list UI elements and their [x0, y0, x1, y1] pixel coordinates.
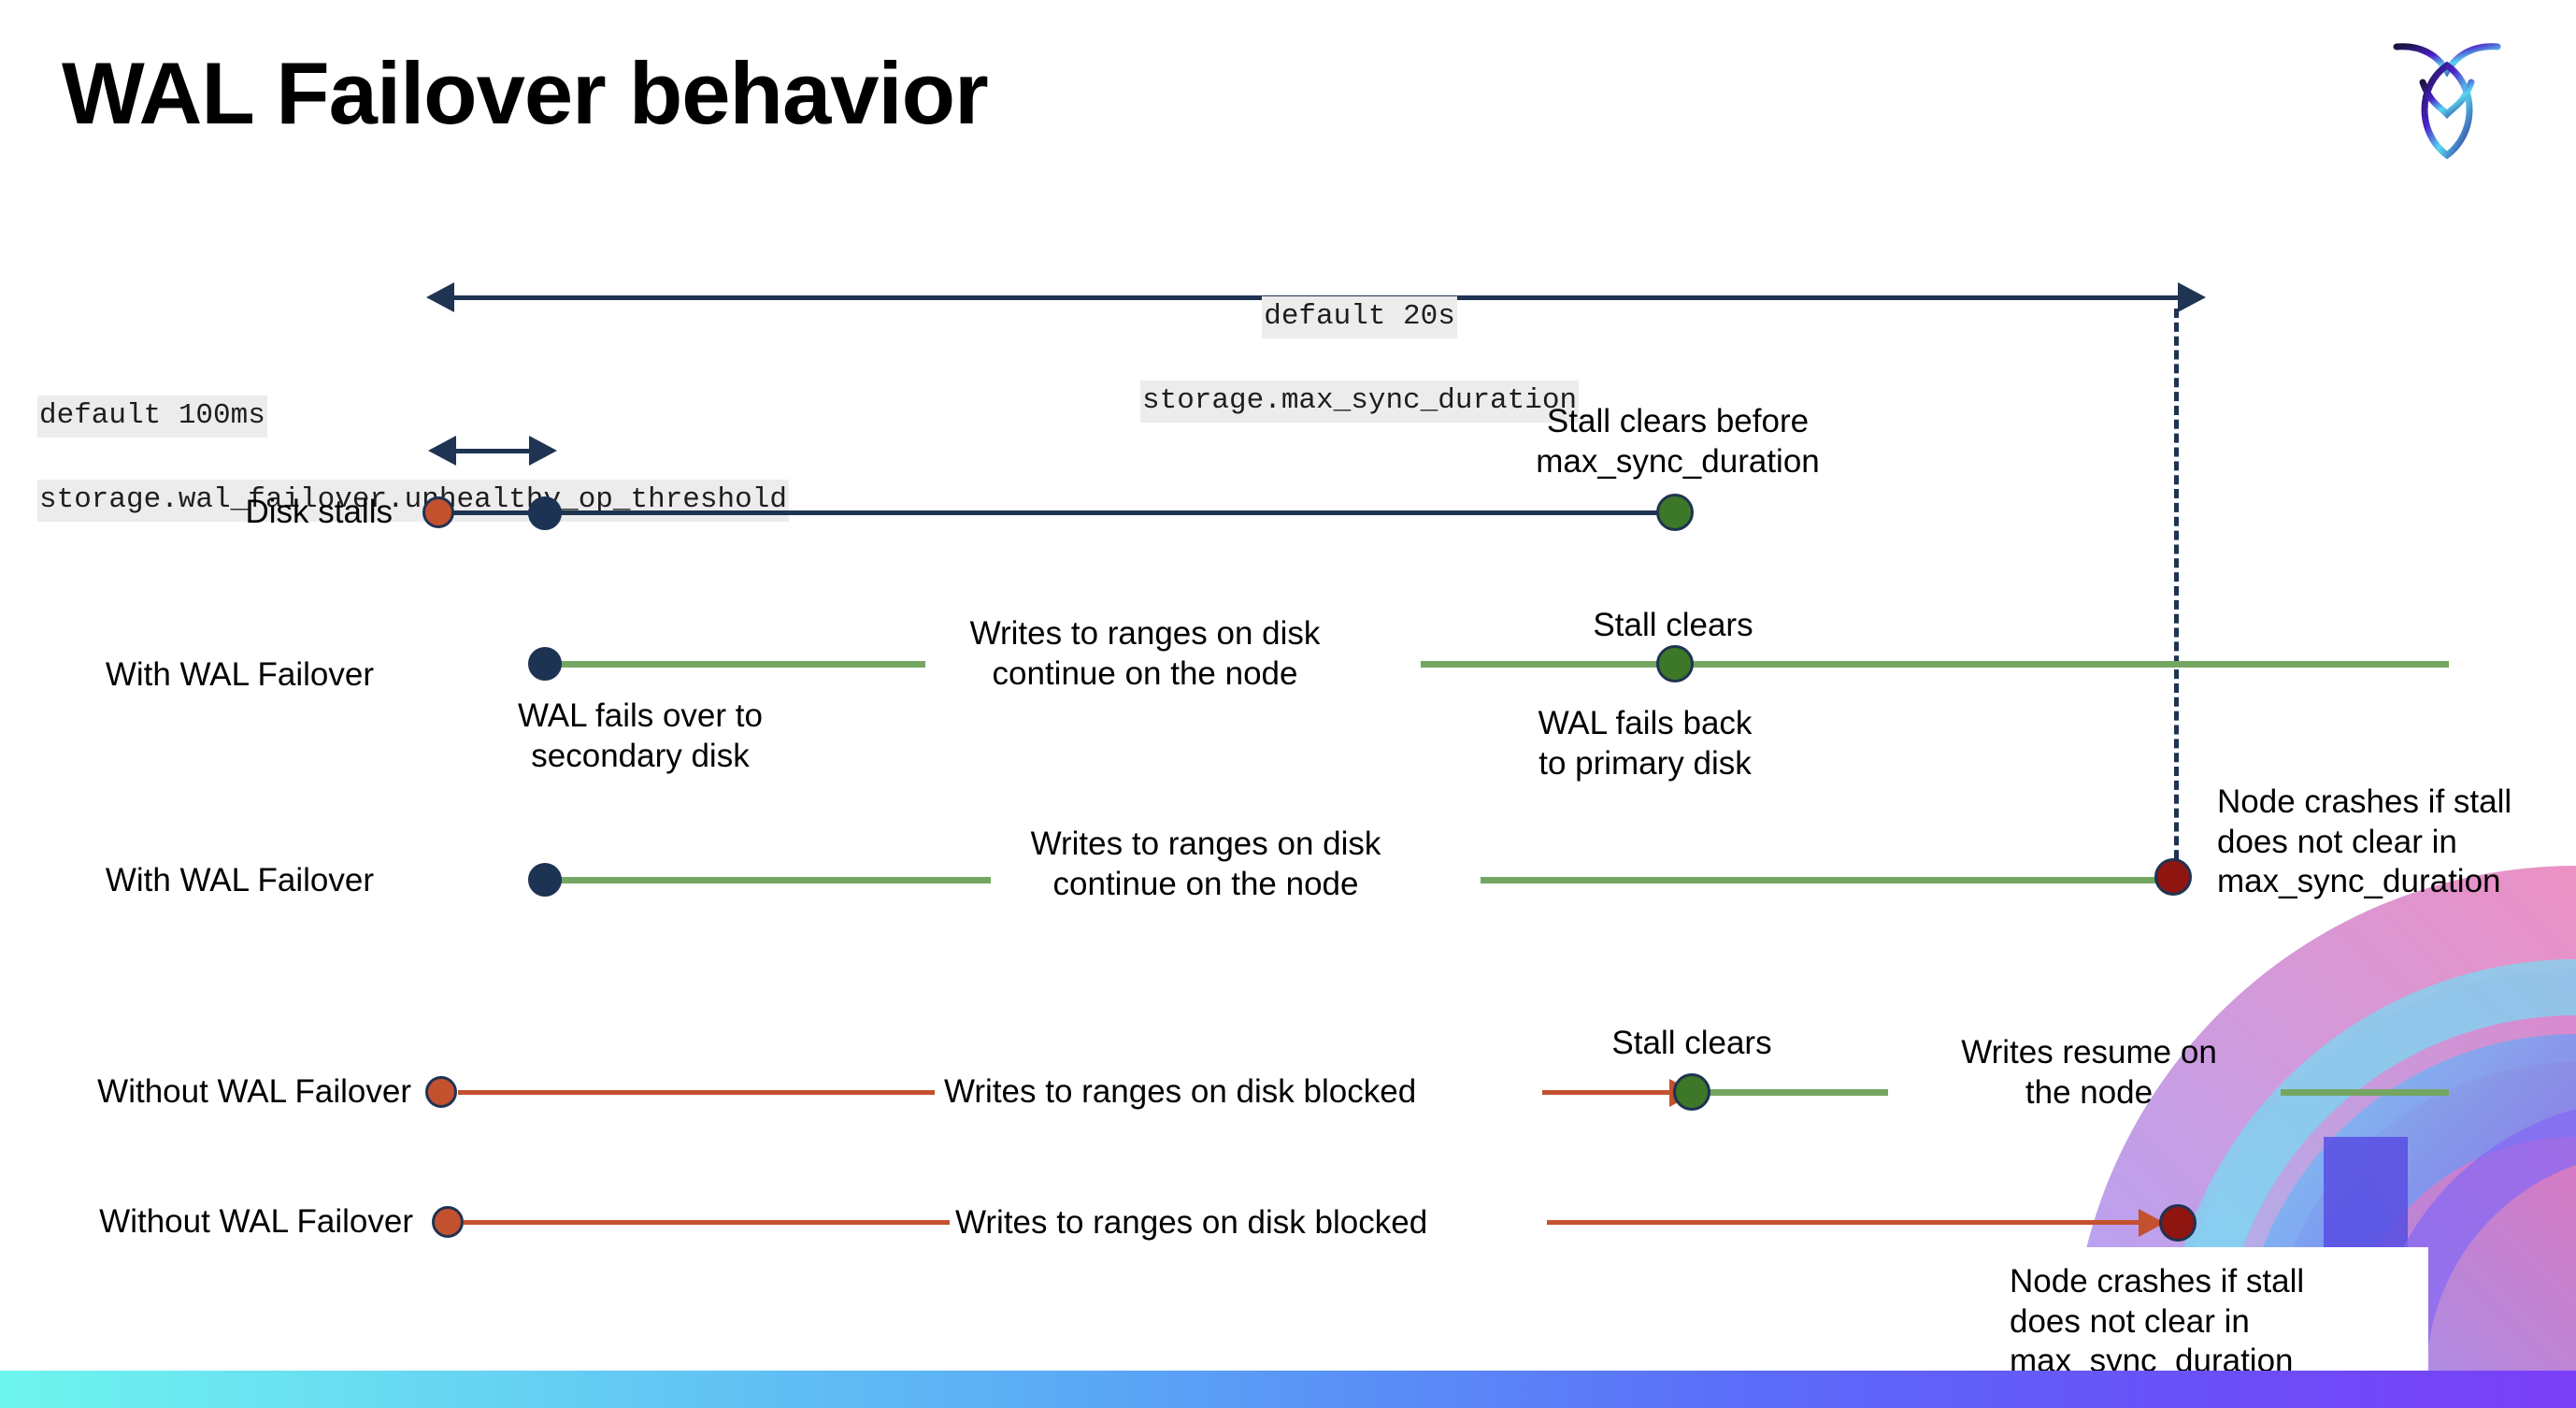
note-writes-continue-1: Writes to ranges on disk continue on the… — [969, 615, 1321, 692]
without-wal-1-track-right — [1701, 1089, 1888, 1096]
row-label-without-wal-failover-1: Without WAL Failover — [97, 1073, 411, 1110]
node-crashes-callout: Node crashes if stall does not clear in … — [1989, 1247, 2428, 1393]
without-wal-1-clear-dot — [1673, 1073, 1710, 1111]
without-wal-1-track-mid — [1542, 1090, 1675, 1095]
note-node-crashes-2: Node crashes if stall does not clear in … — [2010, 1263, 2305, 1380]
note-stall-clears-before-max: Stall clears before max_sync_duration — [1536, 403, 1820, 480]
with-wal-1-clear-dot — [1656, 645, 1694, 682]
max-sync-dashed-guide — [2174, 309, 2179, 873]
setting-max-sync-duration-name: storage.max_sync_duration — [1140, 380, 1580, 423]
setting-unhealthy-op-threshold-default: default 100ms — [37, 395, 267, 438]
without-wal-2-track-left — [464, 1220, 950, 1225]
note-wal-fails-back: WAL fails back to primary disk — [1538, 705, 1753, 782]
without-wal-1-track-left — [458, 1090, 935, 1095]
note-stall-clears-2: Stall clears — [1611, 1025, 1772, 1061]
setting-max-sync-duration: default 20s storage.max_sync_duration — [1140, 254, 1580, 423]
with-wal-2-track-right — [1481, 877, 2172, 884]
note-stall-clears-1: Stall clears — [1593, 607, 1753, 643]
without-wal-1-start-dot — [425, 1076, 457, 1108]
setting-max-sync-duration-default: default 20s — [1262, 295, 1457, 338]
setting-unhealthy-op-threshold: default 100ms storage.wal_failover.unhea… — [37, 353, 789, 522]
disk-stalls-clear-dot — [1656, 494, 1694, 531]
without-wal-1-track-far-right — [2281, 1089, 2449, 1096]
with-wal-1-track-left — [542, 661, 925, 668]
threshold-arrow-head-left — [428, 436, 456, 466]
disk-stalls-track — [439, 510, 1673, 515]
row-label-disk-stalls: Disk stalls — [245, 494, 393, 530]
without-wal-2-track-right — [1547, 1220, 2173, 1225]
with-wal-1-failover-dot — [528, 647, 562, 681]
threshold-arrow-head-right — [529, 436, 557, 466]
row-label-with-wal-failover-1: With WAL Failover — [105, 656, 374, 693]
max-sync-arrow-head-left — [426, 282, 454, 312]
note-node-crashes-1: Node crashes if stall does not clear in … — [2217, 783, 2512, 900]
row-label-with-wal-failover-2: With WAL Failover — [105, 862, 374, 898]
note-writes-blocked-1: Writes to ranges on disk blocked — [944, 1073, 1417, 1110]
note-wal-fails-over: WAL fails over to secondary disk — [518, 697, 763, 774]
cockroachdb-logo-icon — [2385, 28, 2509, 165]
note-writes-resume: Writes resume on the node — [1961, 1034, 2217, 1111]
bottom-gradient-bar — [0, 1371, 2576, 1408]
with-wal-1-track-right — [1421, 661, 2449, 668]
page-title: WAL Failover behavior — [62, 44, 989, 142]
disk-stalls-start-dot — [422, 496, 454, 528]
with-wal-2-track-left — [542, 877, 991, 884]
row-label-without-wal-failover-2: Without WAL Failover — [99, 1203, 413, 1240]
with-wal-2-crash-dot — [2154, 858, 2192, 896]
with-wal-2-failover-dot — [528, 863, 562, 897]
disk-stalls-failover-dot — [528, 496, 562, 530]
note-writes-continue-2: Writes to ranges on disk continue on the… — [1030, 826, 1381, 902]
without-wal-2-start-dot — [432, 1206, 464, 1238]
max-sync-arrow-head-right — [2178, 282, 2206, 312]
note-writes-blocked-2: Writes to ranges on disk blocked — [955, 1204, 1428, 1241]
threshold-arrow-line — [454, 449, 529, 453]
without-wal-2-crash-dot — [2159, 1204, 2197, 1242]
